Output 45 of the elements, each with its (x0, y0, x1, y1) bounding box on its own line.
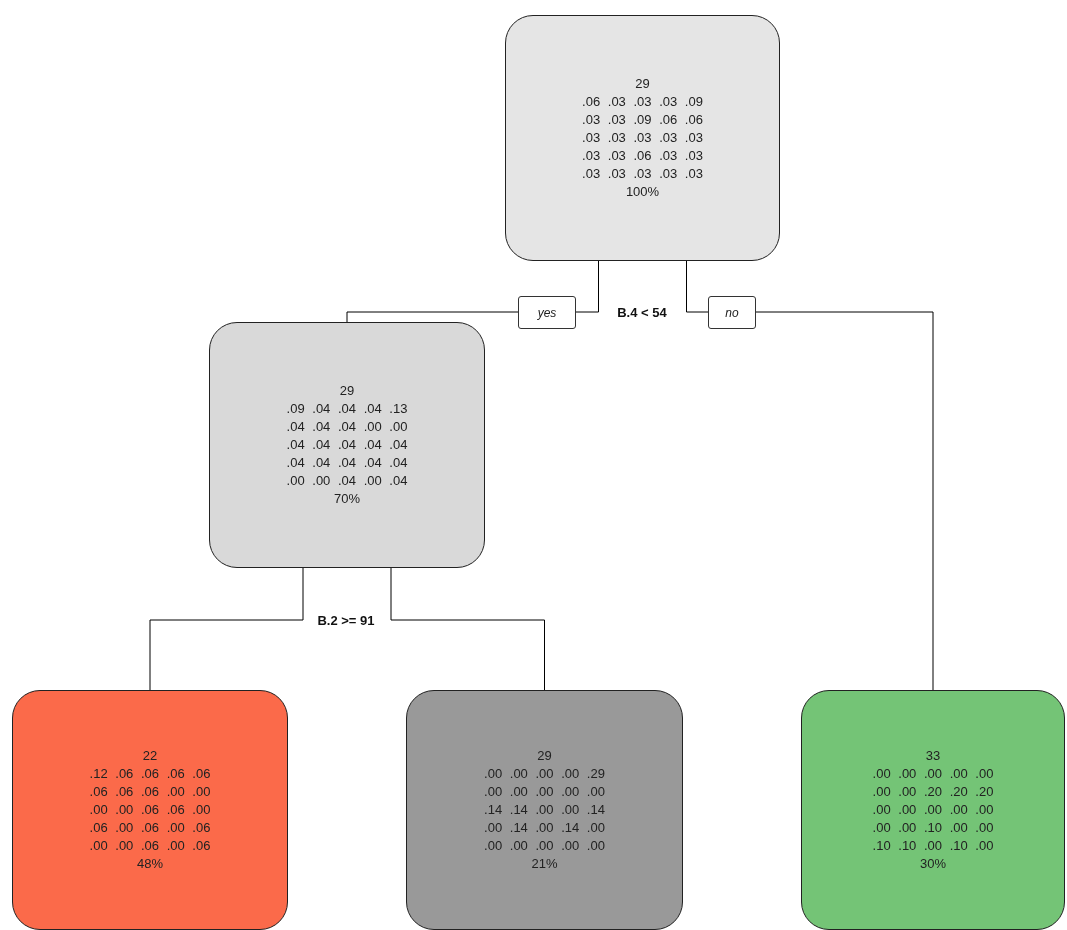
probability-row: .03 .03 .03 .03 .03 (582, 165, 703, 183)
probability-row: .00 .14 .00 .14 .00 (484, 819, 605, 837)
edge-label: yes (518, 296, 576, 329)
probability-row: .12 .06 .06 .06 .06 (89, 765, 211, 783)
probability-row: .00 .00 .10 .00 .00 (872, 819, 994, 837)
probability-row: .00 .00 .06 .06 .00 (89, 801, 211, 819)
tree-node-box (406, 690, 683, 930)
probability-row: .03 .03 .06 .03 .03 (582, 147, 703, 165)
percentage-label: 48% (137, 855, 163, 873)
probability-row: .00 .00 .06 .00 .06 (89, 837, 211, 855)
class-label: 33 (925, 747, 941, 765)
probability-row: .00 .00 .20 .20 .20 (872, 783, 994, 801)
probability-row: .09 .04 .04 .04 .13 (286, 400, 408, 418)
probability-row: .06 .06 .06 .00 .00 (89, 783, 211, 801)
probability-row: .06 .03 .03 .03 .09 (582, 93, 703, 111)
probability-row: .14 .14 .00 .00 .14 (484, 801, 605, 819)
probability-row: .03 .03 .09 .06 .06 (582, 111, 703, 129)
tree-node-box (801, 690, 1065, 930)
class-label: 29 (537, 747, 552, 765)
probability-row: .04 .04 .04 .00 .00 (286, 418, 408, 436)
probability-row: .00 .00 .00 .00 .00 (484, 783, 605, 801)
connector-line (149, 567, 304, 691)
probability-row: .00 .00 .00 .00 .00 (872, 765, 994, 783)
class-label: 29 (339, 382, 355, 400)
class-label: 29 (635, 75, 650, 93)
probability-row: .04 .04 .04 .04 .04 (286, 436, 408, 454)
probability-row: .00 .00 .00 .00 .00 (872, 801, 994, 819)
tree-node-box (12, 690, 288, 930)
connector-line (390, 567, 545, 691)
probability-row: .00 .00 .04 .00 .04 (286, 472, 408, 490)
percentage-label: 100% (625, 183, 660, 201)
tree-node-box (505, 15, 780, 261)
probability-row: .06 .00 .06 .00 .06 (89, 819, 211, 837)
probability-row: .03 .03 .03 .03 .03 (582, 129, 703, 147)
probability-row: .04 .04 .04 .04 .04 (286, 454, 408, 472)
probability-row: .10 .10 .00 .10 .00 (872, 837, 994, 855)
probability-row: .00 .00 .00 .00 .29 (484, 765, 605, 783)
class-label: 22 (142, 747, 158, 765)
probability-row: .00 .00 .00 .00 .00 (484, 837, 605, 855)
tree-node-box (209, 322, 485, 568)
percentage-label: 70% (334, 490, 360, 508)
percentage-label: 21% (531, 855, 558, 873)
connector-line (686, 260, 934, 691)
percentage-label: 30% (920, 855, 946, 873)
edge-label: no (708, 296, 756, 329)
